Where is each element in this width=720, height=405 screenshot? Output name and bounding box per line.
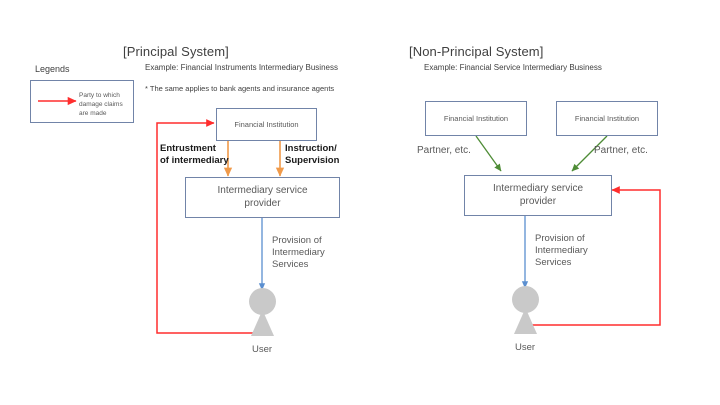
edge-label-provision-non-principal: Provision of Intermediary Services [535,233,588,269]
node-label: Financial Institution [443,113,509,123]
node-financial-institution-right: Financial Institution [556,101,658,136]
panel-title-non-principal: [Non-Principal System] [409,44,544,59]
edge-label-partner-left: Partner, etc. [417,145,471,156]
edge-label-partner-right: Partner, etc. [594,145,648,156]
edge-label-entrustment-line-1: Entrustment [160,143,216,154]
edge-label-provision-line-3: Services [272,258,309,270]
node-financial-institution-principal: Financial Institution [216,108,317,141]
edge-label-entrustment-line-2: of intermediary [160,154,229,166]
node-label-line-1: Intermediary service [492,183,584,194]
node-label: Financial Institution [234,119,299,129]
edge-label-provision-line-1: Provision of [272,235,322,246]
user-person-icon-non-principal [512,286,539,334]
edge-label-provision-line-2: Intermediary [272,246,325,258]
node-intermediary-provider-non-principal: Intermediary service provider [464,175,612,216]
edge-label-provision-principal: Provision of Intermediary Services [272,235,325,271]
panel-subtitle-principal: Example: Financial Instruments Intermedi… [145,63,338,72]
user-person-icon-principal [249,288,276,336]
legend-text-line-2: damage claims [79,100,123,108]
node-label-line-2: provider [519,195,557,207]
edge-label-entrustment: Entrustment of intermediary [160,143,229,167]
edge-label-instruction-supervision: Instruction/ Supervision [285,143,339,167]
edge-label-provision-line-1: Provision of [535,233,585,244]
legend-text-line-3: are made [79,109,107,117]
node-label: Financial Institution [574,113,640,123]
legend-text: Party to which damage claims are made [79,92,123,118]
panel-subtitle-non-principal: Example: Financial Service Intermediary … [424,63,602,72]
edge-label-instruction-line-1: Instruction/ [285,143,337,154]
arrow-partner-left [475,135,502,172]
node-intermediary-provider-principal: Intermediary service provider [185,177,340,218]
edge-label-provision-line-2: Intermediary [535,244,588,256]
node-label-line-1: Intermediary service [217,185,308,196]
legend-box [30,80,134,123]
panel-title-principal: [Principal System] [123,44,229,59]
legend-text-line-1: Party to which [79,92,120,99]
edge-label-instruction-line-2: Supervision [285,154,340,166]
user-caption-non-principal: User [514,342,536,353]
panel-note-principal: * The same applies to bank agents and in… [145,84,335,93]
node-label-line-2: provider [244,197,281,209]
legend-title: Legends [35,64,70,74]
edge-label-provision-line-3: Services [535,256,572,268]
user-caption-principal: User [251,344,273,355]
node-financial-institution-left: Financial Institution [425,101,527,136]
